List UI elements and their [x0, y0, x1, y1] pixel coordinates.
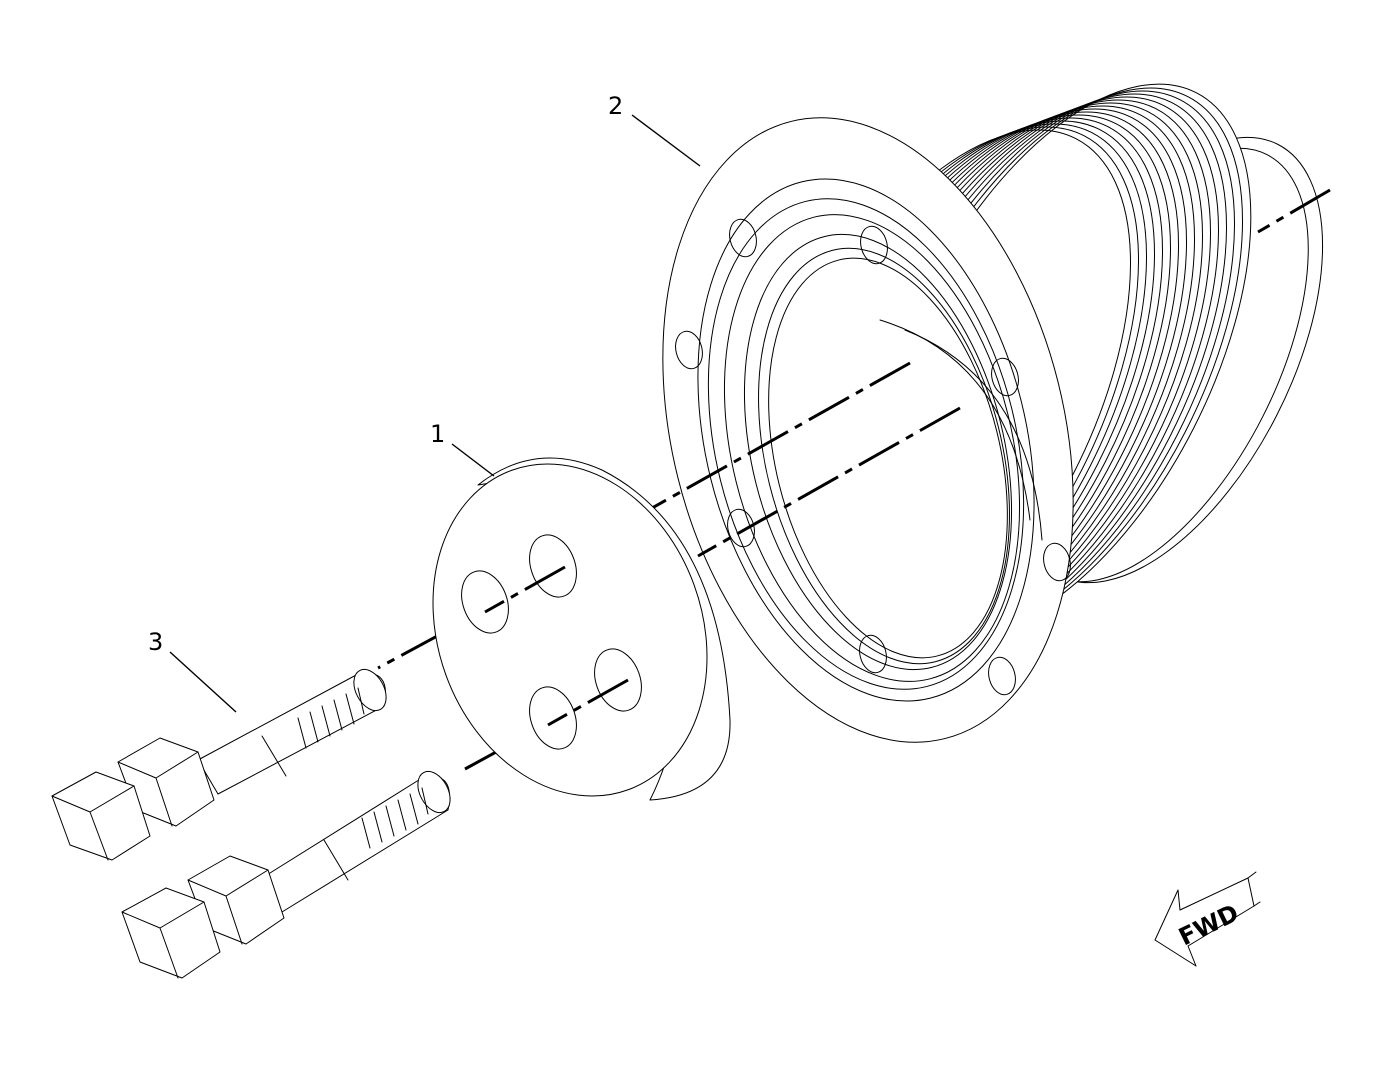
pulley-assembly — [662, 83, 1324, 743]
callout-label-3: 3 — [148, 628, 163, 656]
callout-item-1: 1 — [430, 420, 495, 477]
callout-label-2: 2 — [608, 92, 623, 120]
pulley-bolt-holes — [675, 218, 1071, 696]
callout-item-3: 3 — [148, 628, 237, 713]
forward-arrow-icon: FWD — [1154, 871, 1261, 967]
bolt-lower — [121, 770, 451, 979]
bolt-upper — [51, 668, 387, 861]
callout-label-1: 1 — [430, 420, 445, 448]
callout-item-2: 2 — [608, 92, 701, 167]
pulley-front-flange — [662, 117, 1074, 743]
spacer-disc — [432, 457, 731, 801]
